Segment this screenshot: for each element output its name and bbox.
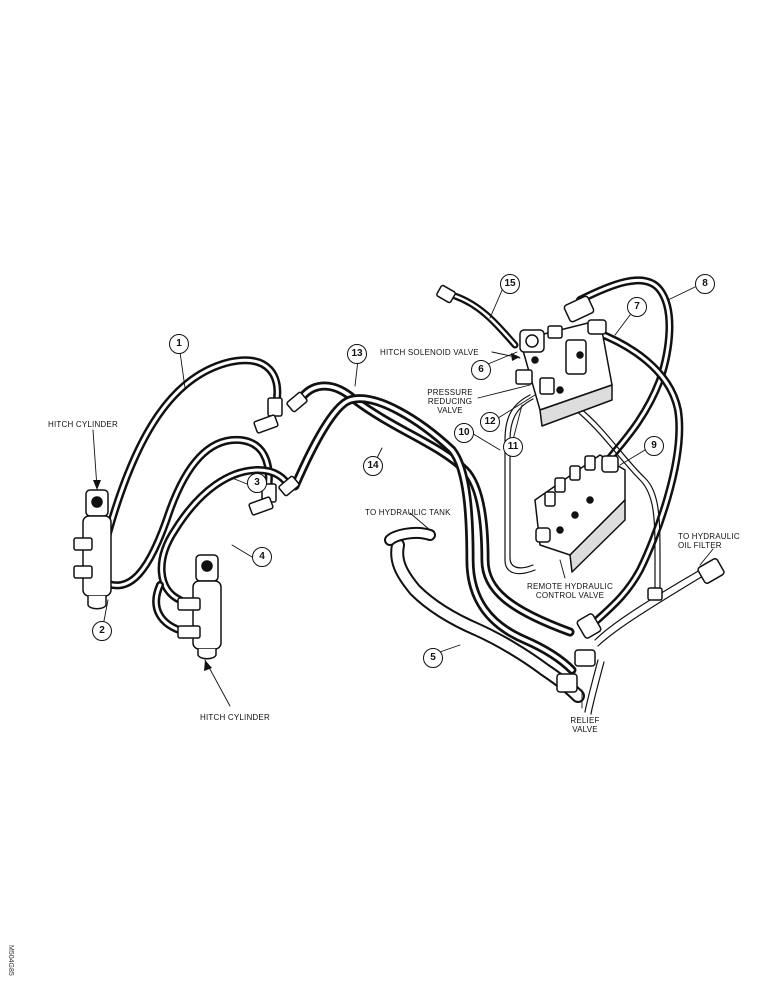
tank-return-tube (384, 526, 585, 703)
label-remote-line-2: CONTROL VALVE (535, 591, 605, 600)
label-to-hydraulic-tank: TO HYDRAULIC TANK (365, 508, 451, 517)
callout-1: 1 (169, 334, 189, 354)
label-hitch-cylinder-bottom: HITCH CYLINDER (200, 713, 270, 722)
callout-12: 12 (480, 412, 500, 432)
oil-filter-line (584, 569, 704, 715)
callout-7: 7 (627, 297, 647, 317)
label-relief-valve: RELIEF VALVE (565, 716, 605, 734)
label-pressure-line-1: PRESSURE (427, 388, 473, 397)
arrowheads (93, 353, 520, 671)
hose-2 (96, 435, 273, 590)
label-to-hydraulic-oil-filter: TO HYDRAULIC OIL FILTER (678, 532, 740, 550)
left-hitch-cylinder (73, 489, 112, 610)
callout-3: 3 (247, 473, 267, 493)
callout-10: 10 (454, 423, 474, 443)
right-hitch-cylinder (177, 554, 222, 660)
label-hitch-solenoid-valve: HITCH SOLENOID VALVE (380, 348, 479, 357)
hose-8 (576, 276, 674, 462)
steel-line-10 (504, 394, 536, 575)
label-remote-hydraulic-control-valve: REMOTE HYDRAULIC CONTROL VALVE (525, 582, 615, 600)
callout-11: 11 (503, 437, 523, 457)
label-relief-line-1: RELIEF (570, 716, 600, 725)
relief-valve (556, 613, 602, 693)
label-pressure-reducing-valve: PRESSURE REDUCING VALVE (420, 388, 480, 415)
callout-13: 13 (347, 344, 367, 364)
callout-14: 14 (363, 456, 383, 476)
tee-fittings (248, 391, 308, 516)
remote-hydraulic-control-valve (534, 454, 626, 573)
label-pressure-line-3: VALVE (437, 406, 463, 415)
leader-lines (92, 286, 714, 709)
callout-5: 5 (423, 648, 443, 668)
callout-9: 9 (644, 436, 664, 456)
hose-1 (100, 356, 282, 552)
hose-14 (290, 394, 577, 675)
callout-15: 15 (500, 274, 520, 294)
label-remote-line-1: REMOTE HYDRAULIC (527, 582, 613, 591)
callout-2: 2 (92, 621, 112, 641)
label-oil-filter-line-2: OIL FILTER (678, 541, 722, 550)
hose-7 (588, 328, 684, 629)
figure-code: M504G85 (7, 945, 14, 976)
hitch-solenoid-valve-assembly (436, 284, 613, 427)
oil-filter-fitting (647, 558, 725, 601)
label-oil-filter-line-1: TO HYDRAULIC (678, 532, 740, 541)
label-relief-line-2: VALVE (572, 725, 598, 734)
label-pressure-line-2: REDUCING (427, 397, 473, 406)
hose-15 (451, 292, 519, 349)
callout-8: 8 (695, 274, 715, 294)
callout-4: 4 (252, 547, 272, 567)
steel-line-9 (574, 407, 661, 591)
callout-6: 6 (471, 360, 491, 380)
label-hitch-cylinder-left: HITCH CYLINDER (48, 420, 118, 429)
